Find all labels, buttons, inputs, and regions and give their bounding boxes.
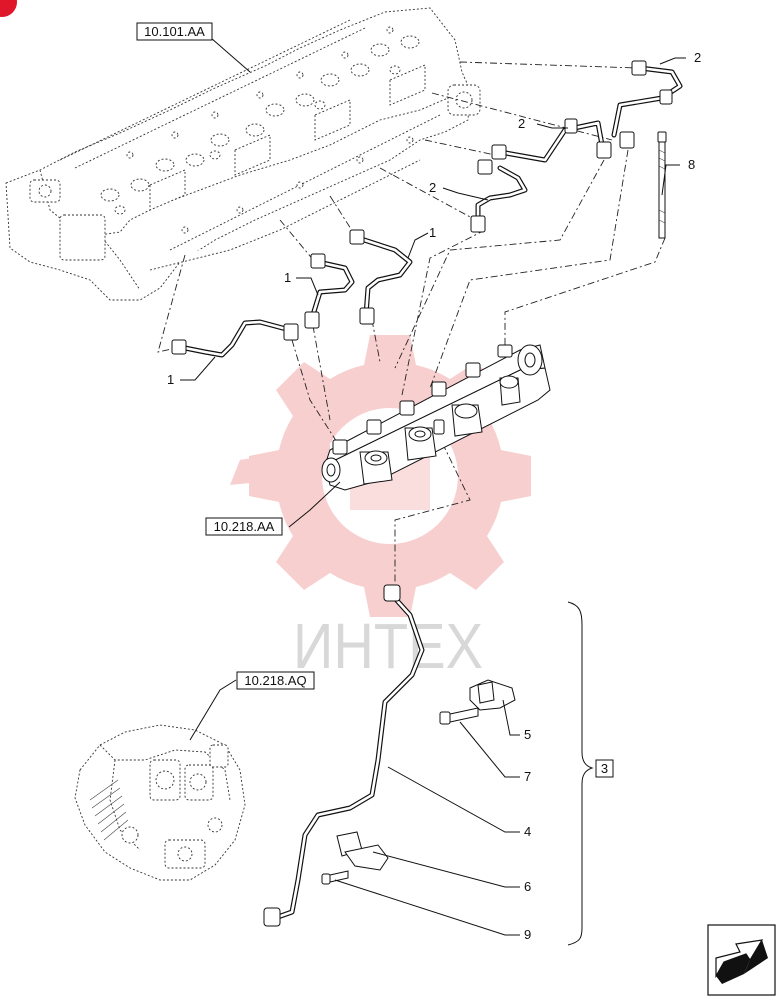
injection-pump-drawing	[74, 724, 246, 881]
clamp-item-5	[469, 679, 516, 711]
clamp-item-6	[336, 831, 389, 871]
watermark-text: ИНТЕХ	[293, 610, 483, 682]
callout-1-middle: 1	[284, 270, 291, 285]
callout-8: 8	[688, 157, 695, 172]
reference-label-fuel-rail: 10.218.AA	[214, 519, 275, 534]
callout-1-right: 1	[429, 225, 436, 240]
routing-centerlines-upper	[157, 61, 666, 585]
callout-4: 4	[524, 824, 531, 839]
fuel-rail-drawing	[321, 344, 551, 491]
corner-marker-icon	[0, 0, 17, 17]
callout-box-3[interactable]: 3	[595, 759, 614, 778]
leader-lines	[180, 37, 686, 936]
reference-box-cylinder-head[interactable]: 10.101.AA	[136, 22, 213, 41]
callout-label-3: 3	[601, 761, 608, 776]
callout-numbers: 2 2 2 1 1 1 8 5 7 4 6 9	[167, 50, 701, 942]
cylinder-head-drawing	[5, 7, 481, 301]
reference-label-cylinder-head: 10.101.AA	[144, 24, 205, 39]
reference-label-injection-pump: 10.218.AQ	[244, 673, 306, 688]
next-page-arrow-icon[interactable]	[707, 924, 776, 996]
reference-box-injection-pump[interactable]: 10.218.AQ	[236, 671, 315, 690]
callout-1-left: 1	[167, 372, 174, 387]
callout-5: 5	[524, 727, 531, 742]
injector-pipes	[171, 60, 683, 358]
bolt-item-7	[439, 707, 479, 725]
callout-2-middle: 2	[518, 116, 525, 131]
callout-9: 9	[524, 927, 531, 942]
callout-2-top: 2	[694, 50, 701, 65]
bolt-item-8	[657, 131, 667, 239]
reference-box-fuel-rail[interactable]: 10.218.AA	[205, 517, 283, 536]
callout-2-lower: 2	[429, 180, 436, 195]
group-3-bracket	[567, 601, 594, 946]
bolt-item-9	[321, 870, 349, 885]
callout-6: 6	[524, 879, 531, 894]
callout-7: 7	[524, 769, 531, 784]
pump-to-rail-pipe	[263, 584, 425, 927]
